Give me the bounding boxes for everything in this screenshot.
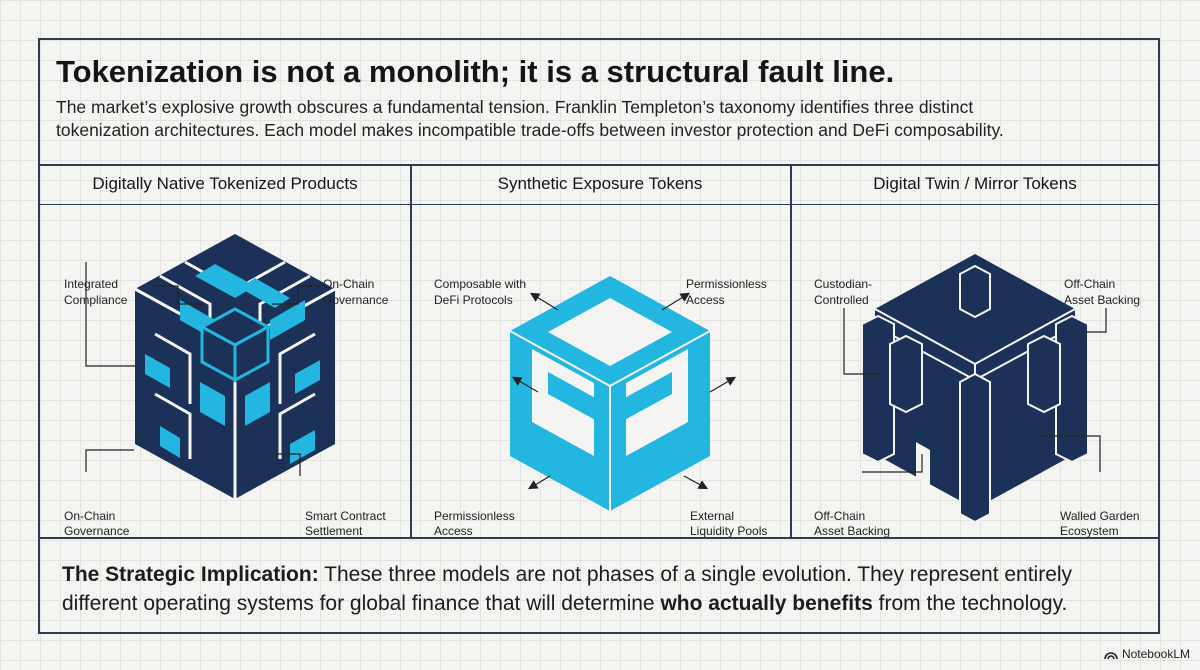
header-divider — [40, 164, 1158, 166]
column-title: Digitally Native Tokenized Products — [92, 174, 358, 193]
callout-label: Walled Garden Ecosystem — [1060, 509, 1143, 537]
brand-name: NotebookLM — [1121, 647, 1190, 661]
interlocking-cube-icon — [134, 234, 336, 499]
interlocking-cube-diagram: Integrated Compliance On-Chain Governanc… — [64, 234, 389, 537]
column-digital-twin: Digital Twin / Mirror Tokens — [790, 40, 1160, 537]
wireframe-cube-diagram: Composable with DeFi Protocols Permissio… — [434, 276, 770, 537]
column-title: Synthetic Exposure Tokens — [497, 174, 703, 193]
callout-label: On-Chain Governance — [323, 277, 389, 307]
infographic-frame: Tokenization is not a monolith; it is a … — [38, 38, 1160, 634]
callout-lines — [85, 262, 320, 476]
brand-watermark: NotebookLM — [1104, 647, 1190, 661]
callout-label: Off-Chain Asset Backing — [1064, 277, 1140, 307]
callout-label: Off-Chain Asset Backing — [814, 509, 890, 537]
header: Tokenization is not a monolith; it is a … — [40, 40, 1158, 164]
callout-label: Integrated Compliance — [64, 277, 128, 307]
wireframe-cube-icon — [509, 276, 711, 511]
footer-tail: from the technology. — [872, 592, 1068, 615]
callout-label: On-Chain Governance — [64, 509, 130, 537]
notebooklm-logo-icon — [1104, 651, 1118, 659]
column-digitally-native: Digitally Native Tokenized Products — [40, 40, 410, 537]
footer-emphasis: who actually benefits — [660, 592, 873, 615]
callout-label: Smart Contract Settlement — [305, 509, 389, 537]
walled-cube-diagram: Custodian- Controlled Off-Chain Asset Ba… — [814, 254, 1143, 537]
callout-label: Permissionless Access — [686, 277, 770, 307]
column-title-divider — [40, 204, 1158, 205]
callout-label: Custodian- Controlled — [814, 277, 875, 307]
walled-cube-icon — [861, 254, 1089, 524]
footer-lead: The Strategic Implication: — [62, 563, 319, 586]
callout-label: Composable with DeFi Protocols — [434, 277, 529, 307]
strategic-implication: The Strategic Implication: These three m… — [62, 560, 1142, 618]
column-divider-2 — [790, 164, 792, 537]
arrow-icons — [511, 292, 737, 490]
column-synthetic-exposure: Synthetic Exposure Tokens — [410, 40, 790, 537]
page-title: Tokenization is not a monolith; it is a … — [56, 54, 895, 89]
footer-body: These three models are not phases of a s… — [62, 563, 1073, 615]
column-title: Digital Twin / Mirror Tokens — [873, 174, 1077, 193]
callout-label: Permissionless Access — [434, 509, 518, 537]
footer-divider — [40, 537, 1158, 539]
callout-lines — [843, 308, 1107, 473]
page-subtitle: The market’s explosive growth obscures a… — [56, 97, 1004, 140]
callout-label: External Liquidity Pools — [690, 509, 767, 537]
column-divider-1 — [410, 164, 412, 537]
